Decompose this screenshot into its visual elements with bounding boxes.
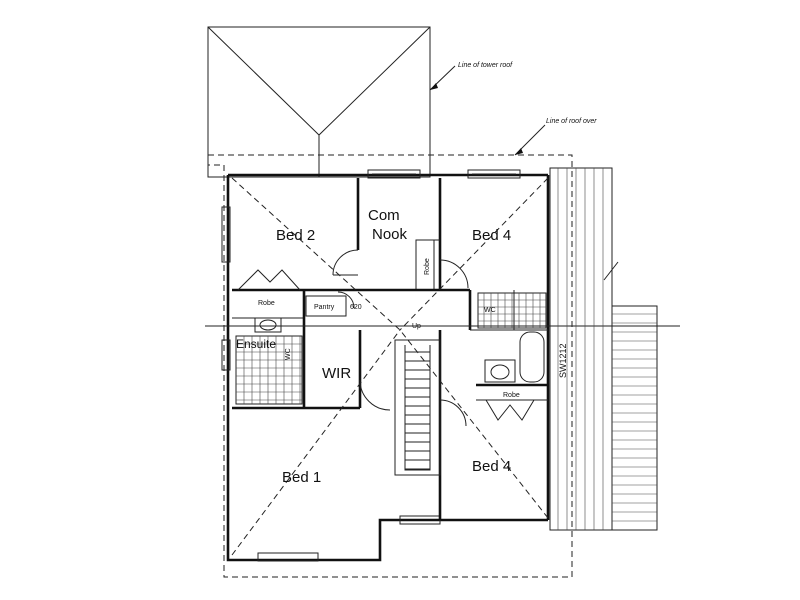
window-sw-label: SW1212 — [558, 343, 568, 378]
stairs-up-label: Up — [412, 323, 421, 330]
room-bed4-bottom: Bed 4 — [472, 458, 511, 475]
roof-diagonals — [231, 177, 549, 556]
robe-doors — [237, 269, 535, 421]
room-bed1: Bed 1 — [282, 469, 321, 486]
windows — [221, 169, 521, 562]
robe-vertical-label: Robe — [424, 258, 431, 275]
room-ensuite: Ensuite — [236, 337, 276, 351]
room-wir: WIR — [322, 365, 351, 382]
ensuite-tiles — [235, 335, 303, 405]
sink-icon — [254, 317, 282, 333]
wc-tiles — [477, 292, 547, 329]
sink-icon-right — [484, 359, 516, 383]
roof-over-label: Line of roof over — [546, 118, 597, 125]
room-com: Com — [368, 207, 400, 224]
room-bed2: Bed 2 — [276, 227, 315, 244]
tower-roof — [207, 26, 431, 178]
deck — [549, 167, 658, 531]
tower-roof-label: Line of tower roof — [458, 62, 513, 69]
external-walls — [226, 173, 550, 562]
annotation-arrows — [429, 65, 619, 281]
room-nook: Nook — [372, 226, 408, 243]
wc-left-label: WC — [285, 348, 292, 360]
room-bed4-top: Bed 4 — [472, 227, 511, 244]
staircase — [394, 339, 441, 476]
bath — [519, 331, 545, 383]
pantry-label: Pantry — [314, 304, 335, 311]
roof-over-outline — [208, 154, 573, 578]
robe-right-label: Robe — [503, 392, 520, 399]
wc-top-label: WC — [484, 307, 496, 314]
pantry-box — [305, 295, 347, 317]
door-swings — [332, 249, 469, 427]
dim-620-label: 620 — [350, 304, 362, 311]
robe-left-label: Robe — [258, 300, 275, 307]
